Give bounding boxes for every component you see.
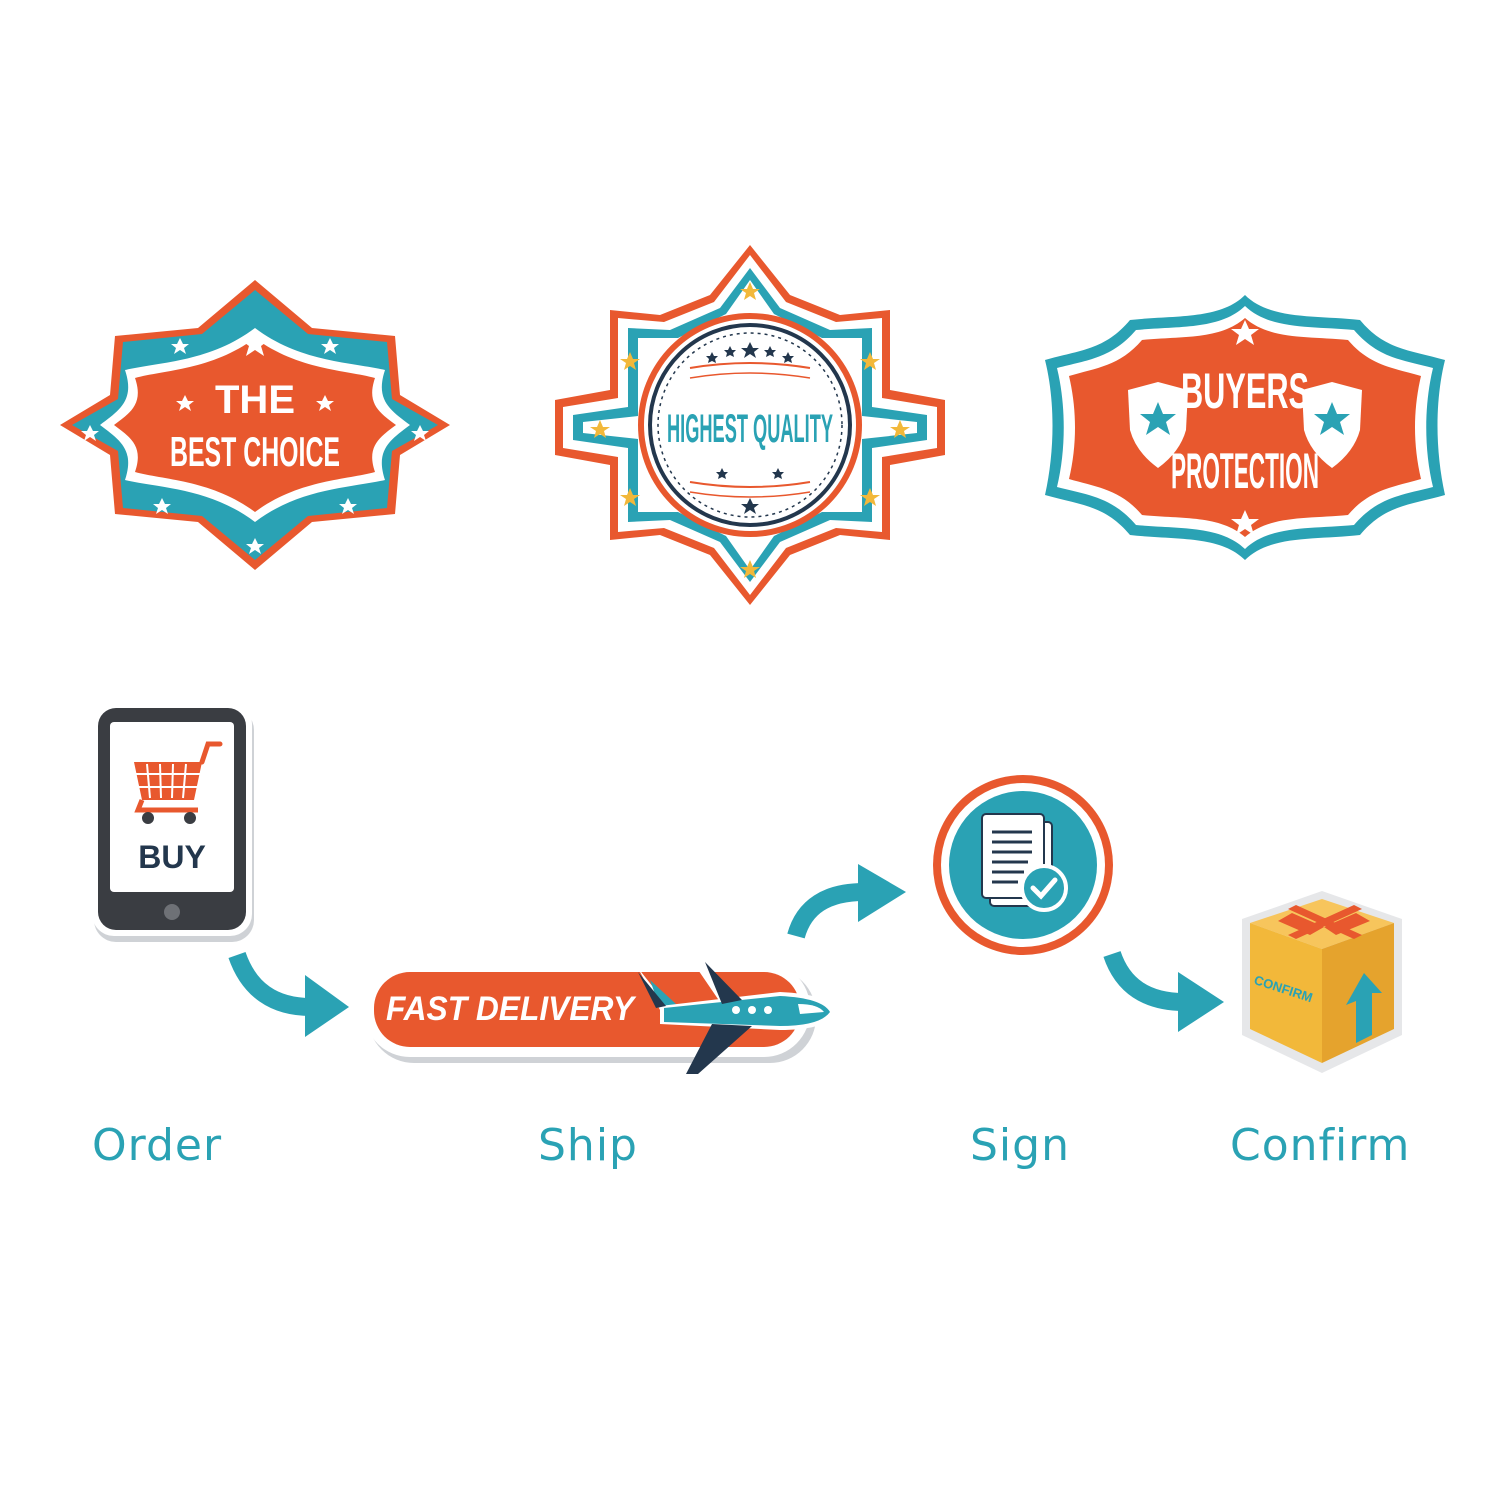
shopping-cart-icon — [134, 741, 223, 824]
flow-arrow-icon — [782, 860, 912, 945]
step-label-confirm: Confirm — [1230, 1120, 1411, 1171]
shield-star-icon — [1128, 382, 1188, 468]
step-label-order: Order — [92, 1120, 223, 1171]
fast-delivery-banner: FAST DELIVERY — [360, 950, 850, 1080]
flow-arrow-icon — [225, 945, 355, 1040]
step-label-ship: Ship — [538, 1120, 638, 1171]
best-choice-line2: BEST CHOICE — [170, 428, 340, 475]
best-choice-line1: THE — [215, 378, 295, 422]
step-label-sign: Sign — [970, 1120, 1070, 1171]
phone-buy-icon: BUY — [90, 700, 260, 945]
badge-best-choice: THE BEST CHOICE — [50, 270, 460, 580]
buyers-protection-line2: PROTECTION — [1171, 443, 1319, 499]
confirm-box-icon: CONFIRM — [1232, 885, 1412, 1080]
airplane-icon — [638, 958, 838, 1074]
flow-arrow-icon — [1100, 950, 1230, 1035]
shield-star-icon — [1302, 382, 1362, 468]
package-box-icon: CONFIRM — [1242, 891, 1402, 1073]
badge-buyers-protection: BUYERS PROTECTION — [1040, 290, 1450, 565]
highest-quality-text: HIGHEST QUALITY — [667, 407, 833, 451]
buyers-protection-line1: BUYERS — [1181, 363, 1309, 419]
signed-document-icon — [981, 813, 1068, 912]
fast-delivery-text: FAST DELIVERY — [386, 990, 637, 1028]
phone-screen-text: BUY — [138, 839, 206, 875]
badge-highest-quality: HIGHEST QUALITY — [550, 240, 950, 610]
sign-document-icon — [928, 770, 1118, 960]
